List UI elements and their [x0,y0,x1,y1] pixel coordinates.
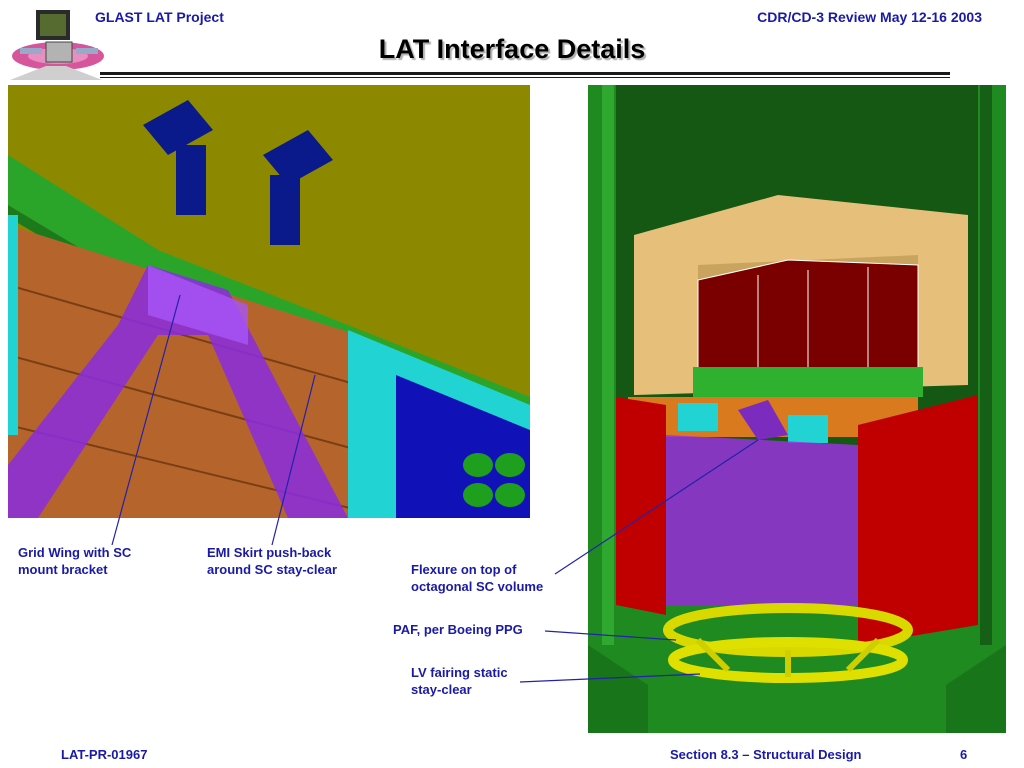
callout-emi-skirt: EMI Skirt push-back around SC stay-clear [207,544,337,578]
section-label: Section 8.3 – Structural Design [670,747,862,762]
doc-id: LAT-PR-01967 [61,747,148,762]
callout-line: mount bracket [18,562,108,577]
title-rule [100,72,950,75]
review-info: CDR/CD-3 Review May 12-16 2003 [757,9,982,25]
callout-line: stay-clear [411,682,472,697]
callout-line: Flexure on top of [411,562,517,577]
project-name: GLAST LAT Project [95,9,224,25]
slide-title: LAT Interface Details [378,34,646,64]
callout-flexure: Flexure on top of octagonal SC volume [411,561,543,595]
title-rule-thin [100,77,950,78]
emi-skirt-leader [271,374,316,546]
flexure-leader [554,439,759,575]
callout-lv-fairing: LV fairing static stay-clear [411,664,508,698]
grid-wing-cad-image [8,85,530,518]
callout-line: PAF, per Boeing PPG [393,622,523,637]
callout-line: EMI Skirt push-back [207,545,332,560]
callout-line: Grid Wing with SC [18,545,132,560]
lv-fairing-leader [519,673,701,683]
callout-grid-wing: Grid Wing with SC mount bracket [18,544,131,578]
callout-line: LV fairing static [411,665,508,680]
grid-wing-leader [111,294,181,546]
callout-paf: PAF, per Boeing PPG [393,621,523,638]
callout-line: octagonal SC volume [411,579,544,594]
callout-line: around SC stay-clear [207,562,338,577]
glast-logo [6,6,106,82]
page-number: 6 [960,747,968,762]
lat-fairing-cad-image [588,85,1006,733]
paf-leader [544,630,677,641]
